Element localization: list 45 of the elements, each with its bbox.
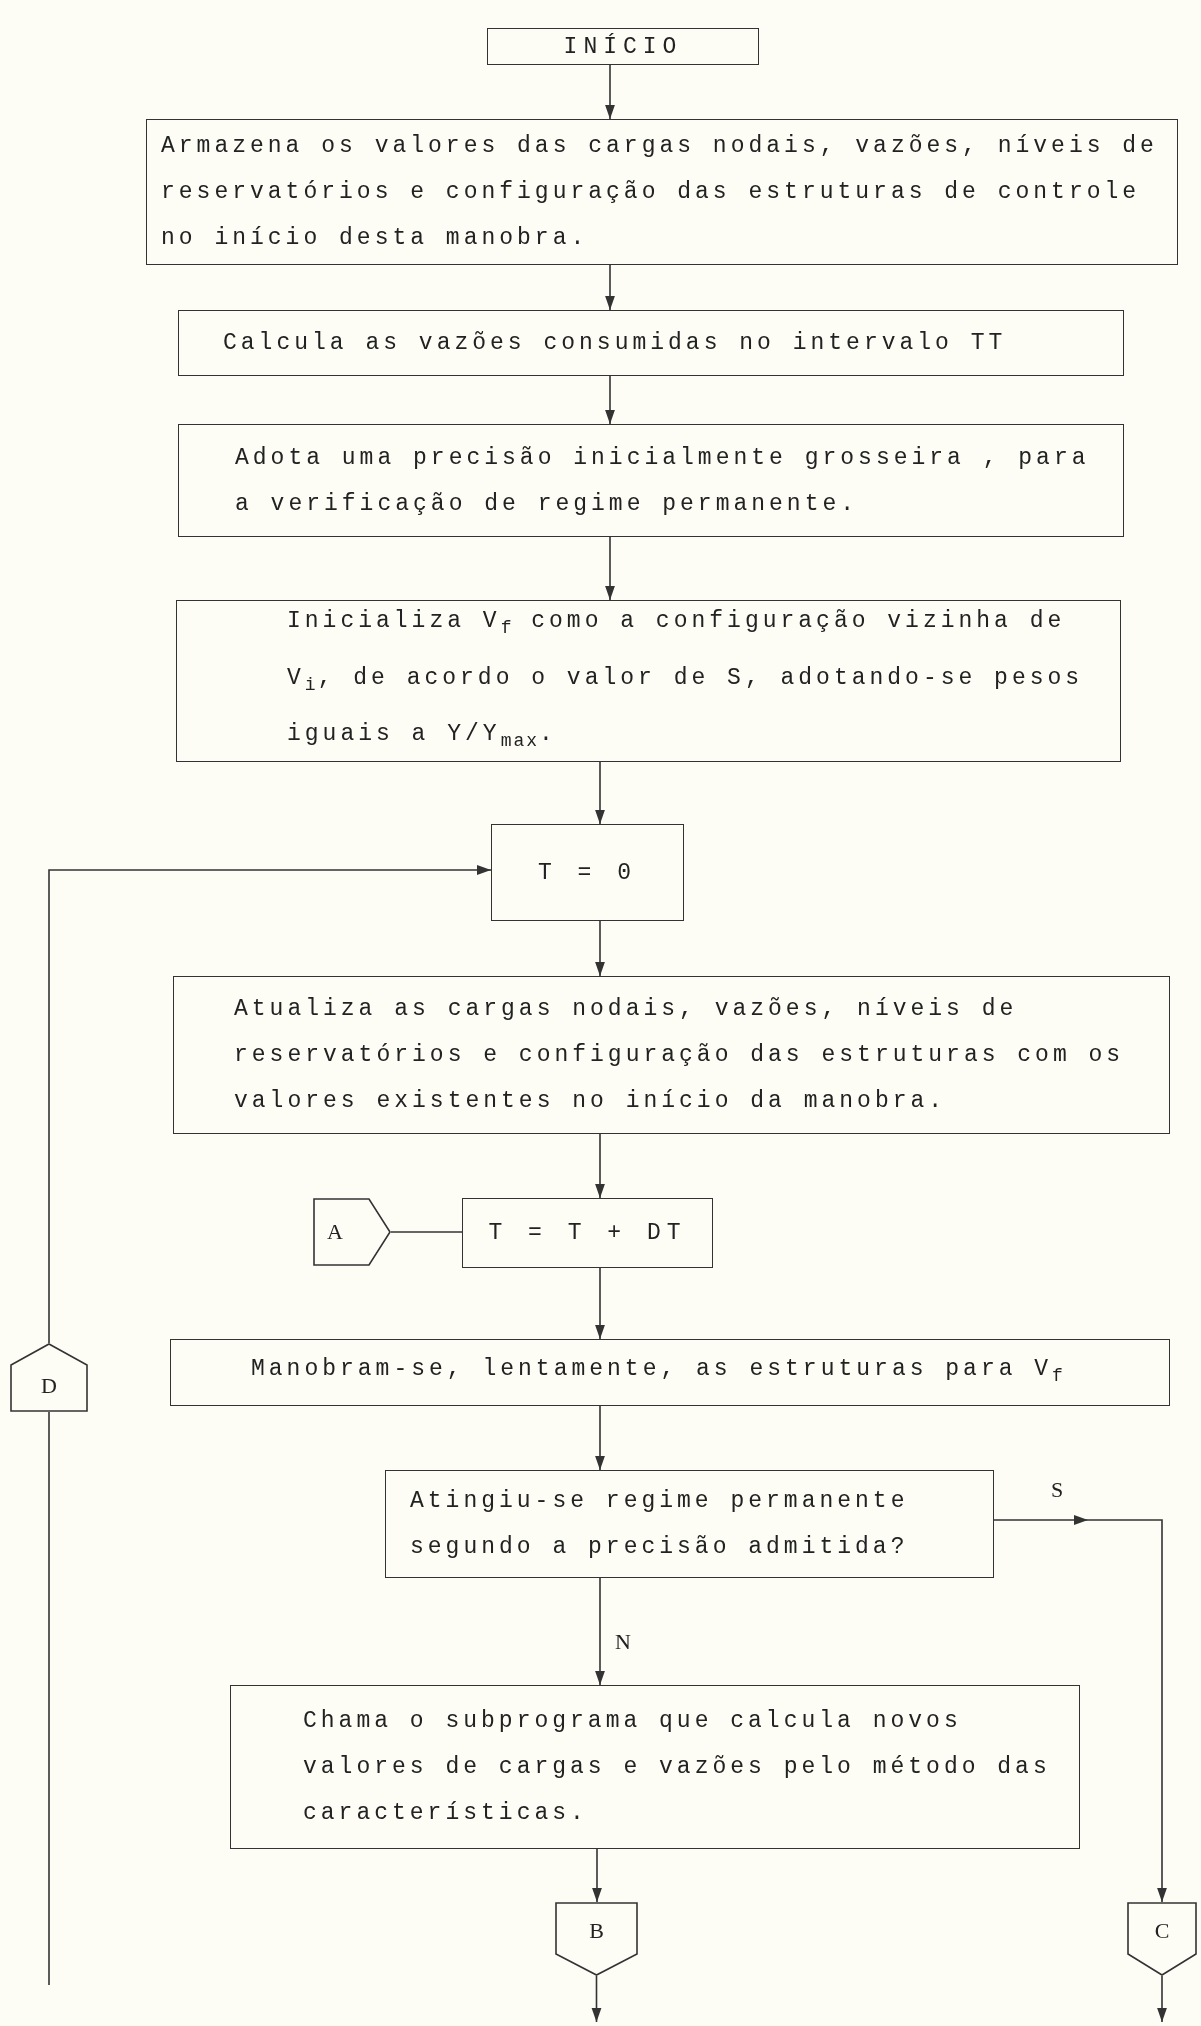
connector-letter: D [41,1372,57,1399]
arrow [605,375,615,425]
arrow [595,1577,605,1686]
arrow [605,64,615,120]
arrow [595,1133,605,1199]
step-text: INÍCIO [563,32,683,62]
arrow [1157,1975,1167,2023]
arrow [595,1405,605,1471]
connector-symbol [555,1902,638,1976]
step-text: Atingiu-se regime permanente segundo a precisão admitida? [410,1487,910,1562]
arrow [591,1975,602,2023]
step-text: Adota uma precisão inicialmente grosseira , para a verificação de regime permanente. [235,443,1091,519]
connector-letter: A [327,1219,343,1245]
step-text: T = 0 [538,858,637,888]
step-text: Armazena os valores das cargas nodais, vazões, níveis de reservatórios e configuração das estruturas de controle no início desta manobra. [161,132,1159,253]
step-text: Chama o subprograma que calcula novos valores de cargas e vazões pelo método das características. [303,1707,1052,1828]
connector-symbol [313,1198,391,1266]
decision-box [385,1470,994,1578]
process-box [173,976,1170,1134]
arrow [595,761,605,825]
process-box [176,600,1121,762]
process-box [462,1198,713,1268]
connector-letter: C [1154,1918,1170,1944]
arrow [595,920,605,977]
process-box [491,824,684,921]
arrow [592,1848,602,1903]
arrow [595,1267,605,1340]
terminal-box [487,28,759,65]
step-text: Manobram-se, lentamente, as estruturas para V$_{f}$ [251,1355,1065,1388]
step-text: Calcula as vazões consumidas no intervalo TT [223,329,1007,358]
process-box [230,1685,1080,1849]
process-box [178,310,1124,376]
arrow [605,264,615,311]
step-text: Inicializa V$_{f}$ como a configuração vizinha de V$_{i}$, de acordo o valor de S, adotando-se pesos iguais a Y/Y$_{max}$. [287,607,1085,753]
step-text: Atualiza as cargas nodais, vazões, níveis de reservatórios e configuração das estruturas com os valores existentes no início da manobra. [234,995,1126,1116]
connector-symbol [1127,1902,1197,1976]
process-box [178,424,1124,537]
arrow [48,865,492,1344]
process-box [146,119,1178,265]
connector-letter: B [589,1918,604,1944]
arrow [605,536,615,601]
process-box [170,1339,1170,1406]
connector-symbol [10,1343,88,1412]
step-text: T = T + DT [488,1219,687,1248]
arrow [993,1519,1167,1903]
